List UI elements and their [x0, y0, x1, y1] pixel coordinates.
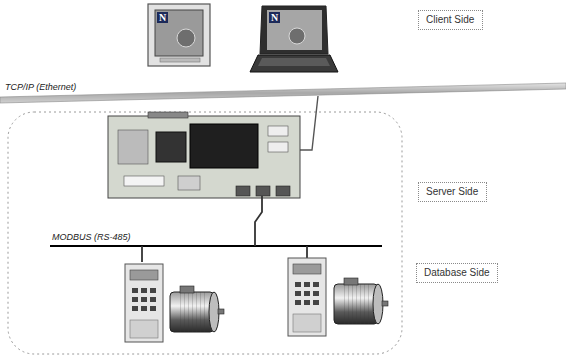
side-label-box: Client Side [418, 10, 483, 30]
ethernet-bus [0, 83, 566, 103]
bus-drop [141, 246, 143, 262]
network-label: TCP/IP (Ethernet) [5, 82, 76, 93]
motor [334, 278, 388, 324]
side-label: Database Side [424, 267, 490, 279]
ethernet-cable [300, 96, 318, 150]
modbus-bus [50, 245, 382, 247]
side-label: Server Side [426, 186, 479, 198]
server-board [108, 112, 300, 198]
desktop-computer [148, 4, 210, 66]
inverter-drive [288, 258, 326, 336]
motor [170, 286, 224, 332]
side-label-box: Database Side [416, 263, 498, 283]
side-label-box: Server Side [418, 182, 487, 202]
network-label: MODBUS (RS-485) [52, 232, 131, 243]
side-label: Client Side [426, 14, 475, 26]
bus-drop [255, 196, 262, 246]
system-region [8, 112, 402, 354]
bus-drop [306, 246, 308, 258]
inverter-drive [125, 264, 163, 342]
logo-mark: N [157, 12, 168, 23]
laptop-computer [250, 6, 338, 72]
logo-mark: N [269, 12, 280, 23]
